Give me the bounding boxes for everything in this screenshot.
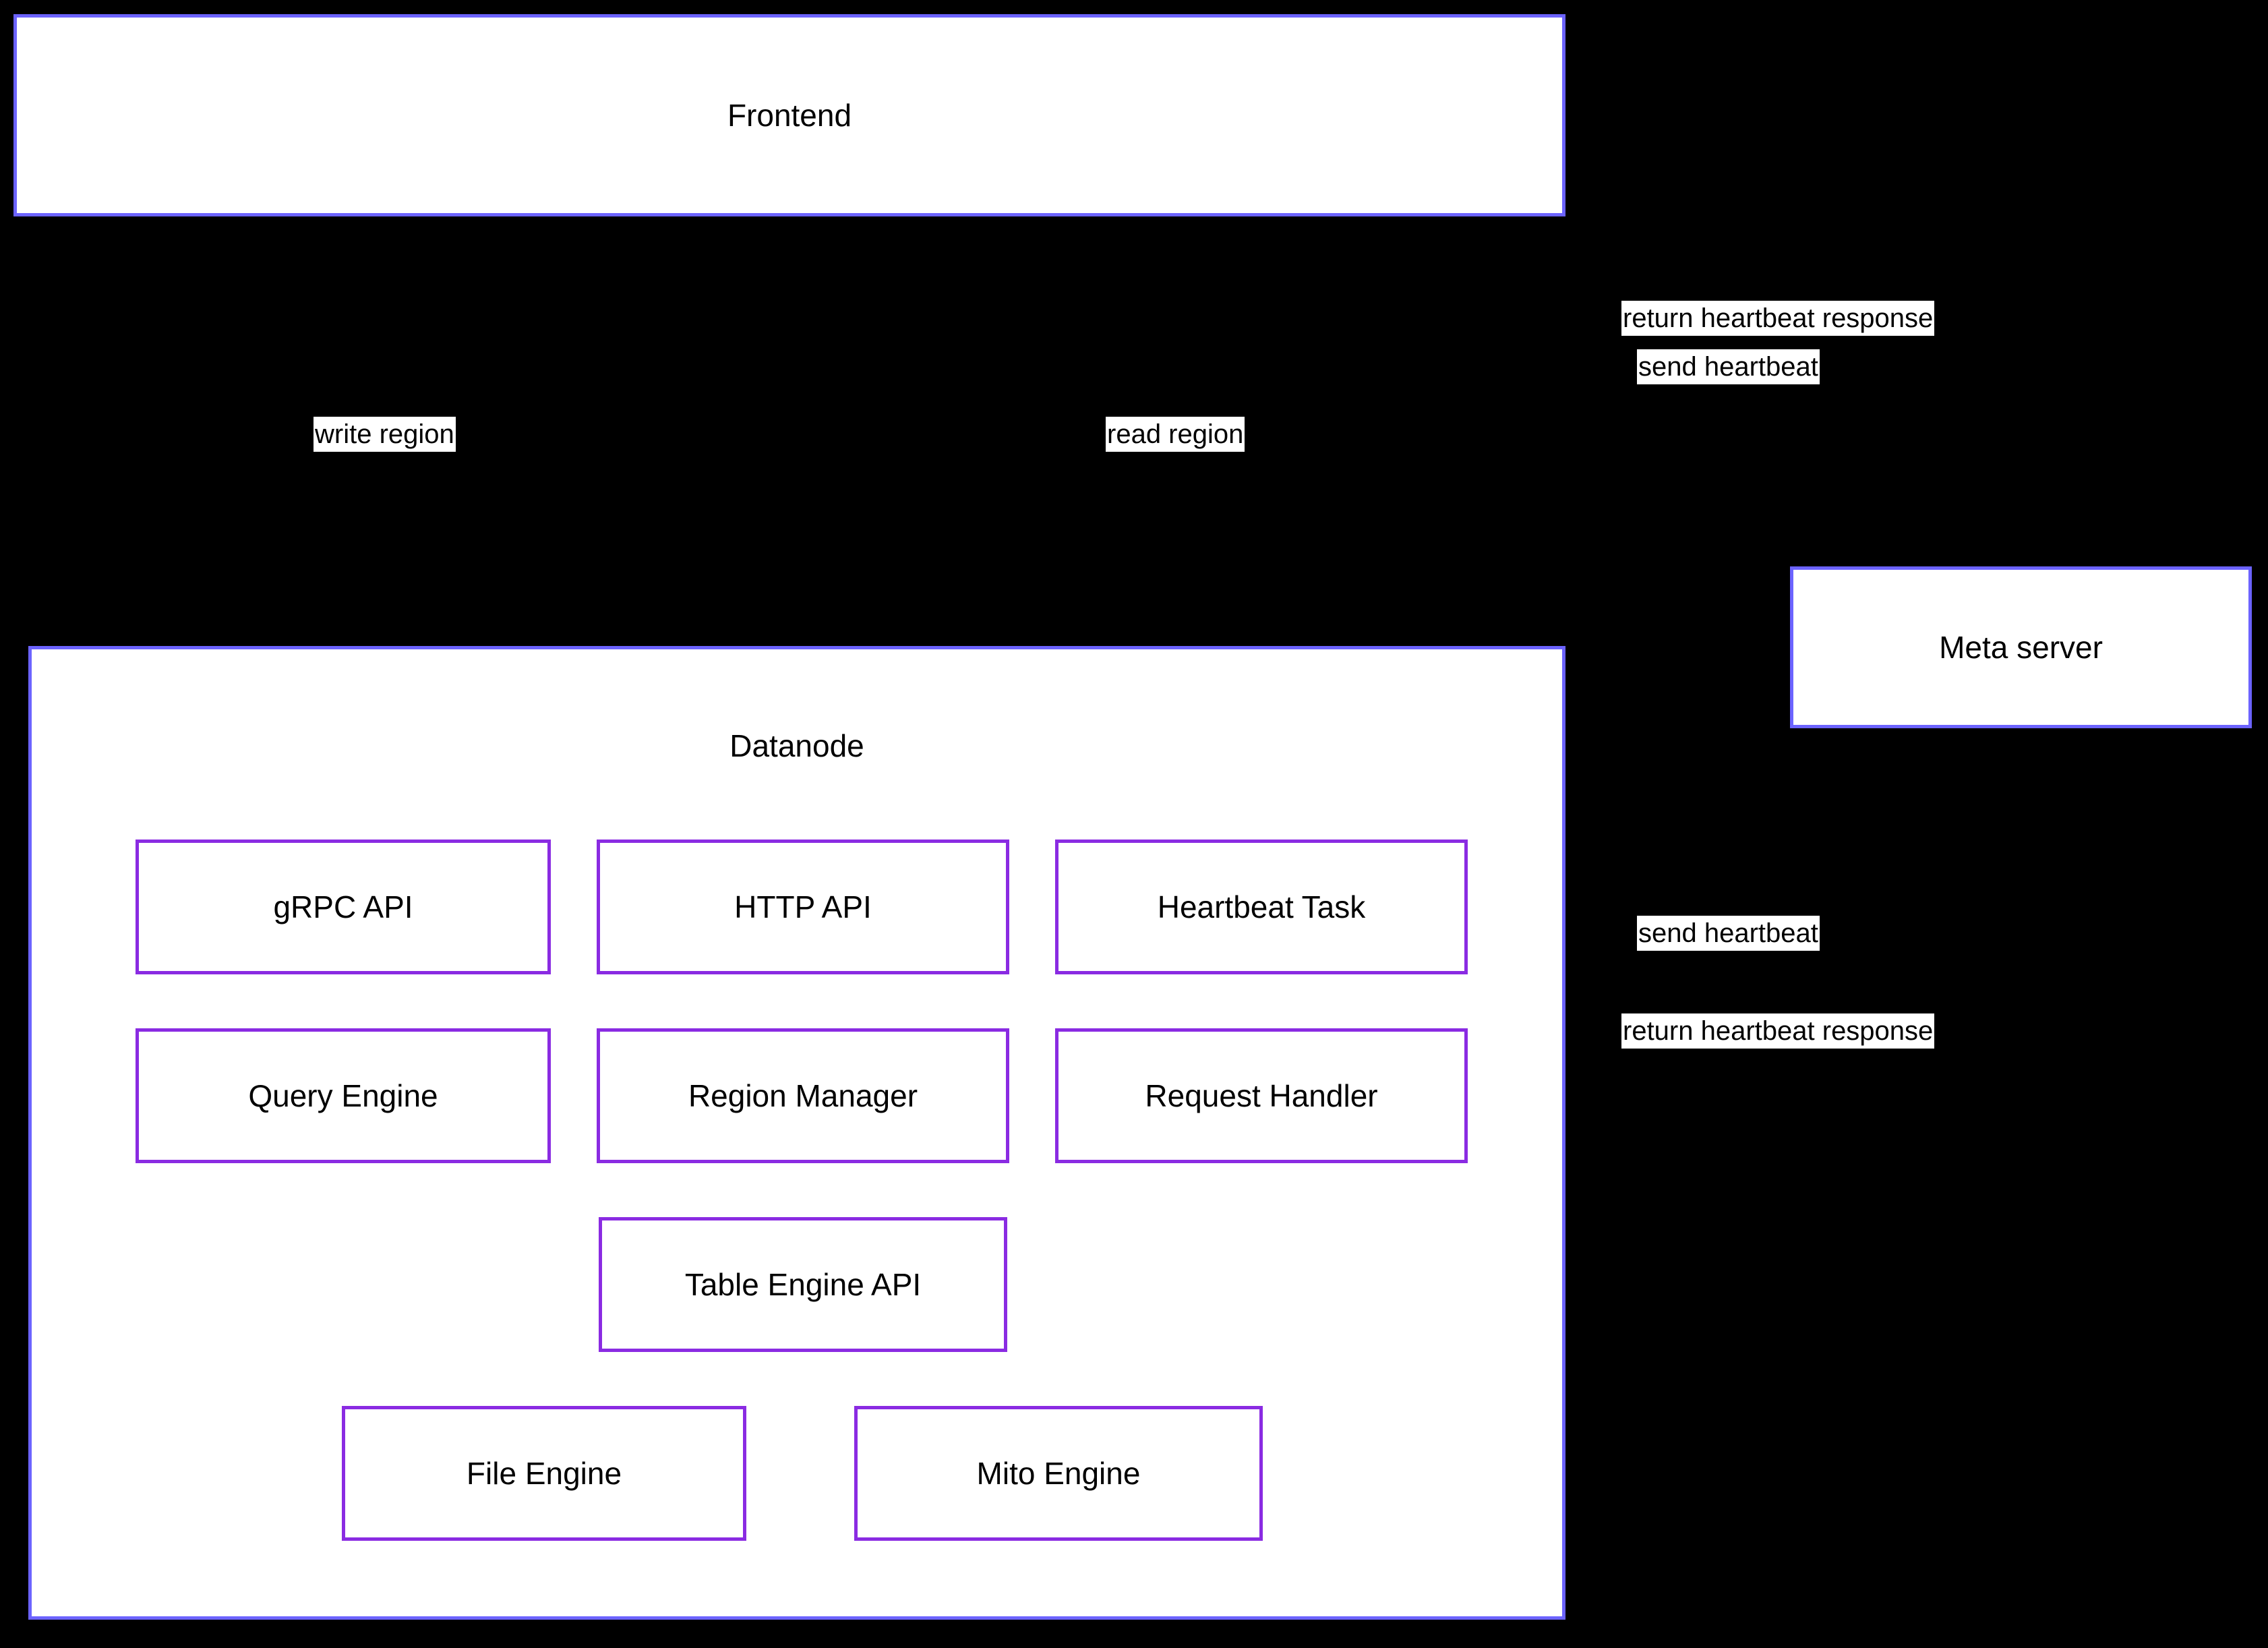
node-file-engine-label: File Engine — [466, 1456, 622, 1491]
node-http-api[interactable]: HTTP API — [597, 840, 1009, 974]
node-region-manager-label: Region Manager — [688, 1078, 918, 1113]
node-heartbeat-task[interactable]: Heartbeat Task — [1055, 840, 1468, 974]
node-mito-engine-label: Mito Engine — [976, 1456, 1141, 1491]
node-table-engine-api-label: Table Engine API — [684, 1267, 922, 1302]
node-meta-server-label: Meta server — [1939, 630, 2103, 665]
node-file-engine[interactable]: File Engine — [342, 1406, 746, 1541]
node-http-api-label: HTTP API — [734, 889, 872, 924]
node-table-engine-api[interactable]: Table Engine API — [599, 1217, 1007, 1352]
edge-label-write-region: write region — [314, 417, 456, 452]
edge-label-frontend-return-heartbeat-response: return heartbeat response — [1621, 301, 1935, 336]
node-meta-server[interactable]: Meta server — [1790, 566, 2252, 728]
node-datanode-label: Datanode — [729, 728, 864, 763]
node-query-engine[interactable]: Query Engine — [136, 1028, 551, 1163]
edge-label-datanode-send-heartbeat: send heartbeat — [1637, 916, 1820, 951]
edge-label-datanode-return-heartbeat-response: return heartbeat response — [1621, 1013, 1935, 1049]
node-frontend[interactable]: Frontend — [13, 14, 1565, 216]
node-heartbeat-task-label: Heartbeat Task — [1157, 889, 1366, 924]
node-region-manager[interactable]: Region Manager — [597, 1028, 1009, 1163]
edge-label-frontend-send-heartbeat: send heartbeat — [1637, 349, 1820, 384]
node-request-handler[interactable]: Request Handler — [1055, 1028, 1468, 1163]
node-request-handler-label: Request Handler — [1145, 1078, 1378, 1113]
node-grpc-api[interactable]: gRPC API — [136, 840, 551, 974]
node-datanode[interactable]: Datanode gRPC API HTTP API Heartbeat Tas… — [28, 646, 1565, 1620]
node-frontend-label: Frontend — [727, 98, 852, 133]
edge-label-read-region: read region — [1106, 417, 1245, 452]
node-query-engine-label: Query Engine — [248, 1078, 438, 1113]
node-grpc-api-label: gRPC API — [273, 889, 413, 924]
node-mito-engine[interactable]: Mito Engine — [854, 1406, 1263, 1541]
